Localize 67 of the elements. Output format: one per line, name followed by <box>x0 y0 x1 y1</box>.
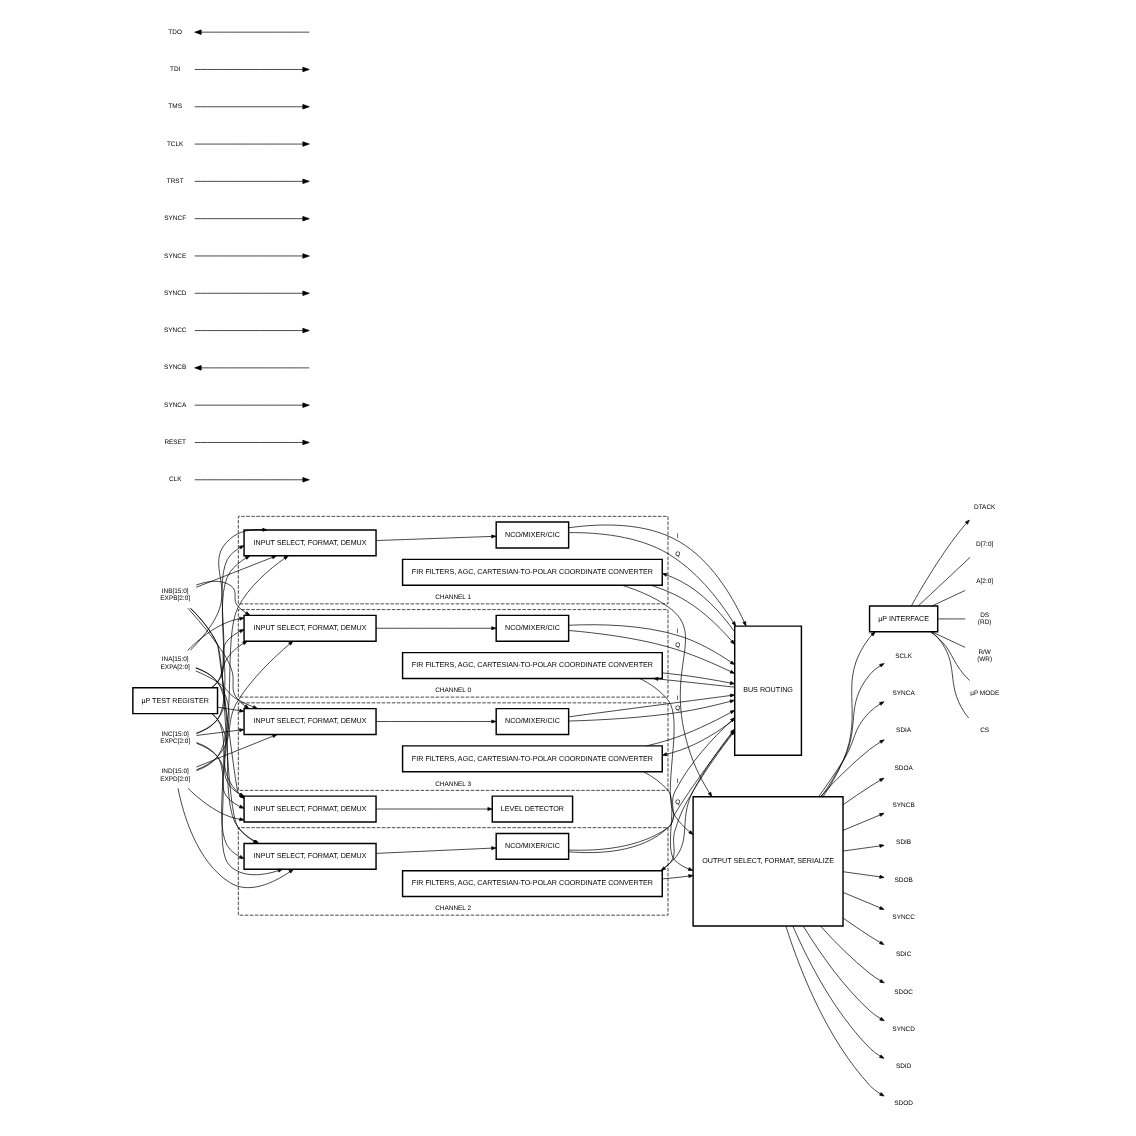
arrow <box>186 607 249 709</box>
arrow <box>374 626 496 631</box>
arrow <box>210 545 244 689</box>
connector <box>930 631 965 648</box>
arrow <box>638 678 693 835</box>
connector <box>930 590 965 607</box>
arrow <box>567 699 734 722</box>
arrow <box>784 925 884 1097</box>
arrow <box>193 402 309 408</box>
arrow <box>567 624 734 665</box>
arrow <box>195 555 250 734</box>
arrow <box>620 584 712 797</box>
arrow <box>194 670 257 709</box>
arrow <box>841 777 884 806</box>
arrow <box>817 701 884 798</box>
connector <box>916 557 970 607</box>
connector <box>936 618 965 620</box>
arrow <box>801 925 884 1022</box>
arrow <box>193 365 309 371</box>
arrow <box>193 104 309 110</box>
arrow <box>642 771 693 871</box>
arrow <box>661 573 734 633</box>
arrow <box>193 290 309 296</box>
arrow <box>193 216 309 222</box>
arrow <box>193 29 309 35</box>
arrow <box>649 584 734 645</box>
arrow <box>195 640 293 771</box>
arrow <box>216 706 244 713</box>
arrow <box>195 555 288 772</box>
arrow <box>374 719 496 724</box>
arrow <box>910 519 969 607</box>
arrow <box>374 807 492 811</box>
arrow <box>819 925 884 984</box>
arrow <box>652 677 734 688</box>
arrow <box>660 672 734 685</box>
arrow <box>841 871 884 879</box>
arrow <box>567 630 734 674</box>
arrow <box>193 327 309 334</box>
arrow <box>195 640 247 734</box>
arrow <box>195 734 277 768</box>
arrow <box>186 616 244 651</box>
arrow <box>841 812 884 831</box>
connector <box>930 631 969 719</box>
arrow <box>195 728 244 736</box>
arrow <box>193 253 309 259</box>
arrow <box>193 477 309 483</box>
arrow <box>193 439 309 446</box>
arrow <box>209 629 244 689</box>
arrow <box>194 555 276 588</box>
arrow <box>195 742 282 876</box>
arrow <box>821 631 875 798</box>
arrow <box>819 739 884 797</box>
arrow <box>193 178 309 184</box>
arrow <box>567 693 734 718</box>
connector <box>928 631 969 681</box>
arrow <box>193 141 309 147</box>
arrow <box>841 844 884 852</box>
arrow <box>188 527 267 651</box>
arrow <box>820 663 884 798</box>
arrow <box>193 66 309 73</box>
arrow <box>660 874 693 880</box>
arrow <box>841 892 884 910</box>
arrow <box>841 917 884 945</box>
arrow <box>374 534 496 541</box>
arrow <box>194 580 250 616</box>
arrow <box>791 925 884 1059</box>
arrow <box>374 846 496 854</box>
